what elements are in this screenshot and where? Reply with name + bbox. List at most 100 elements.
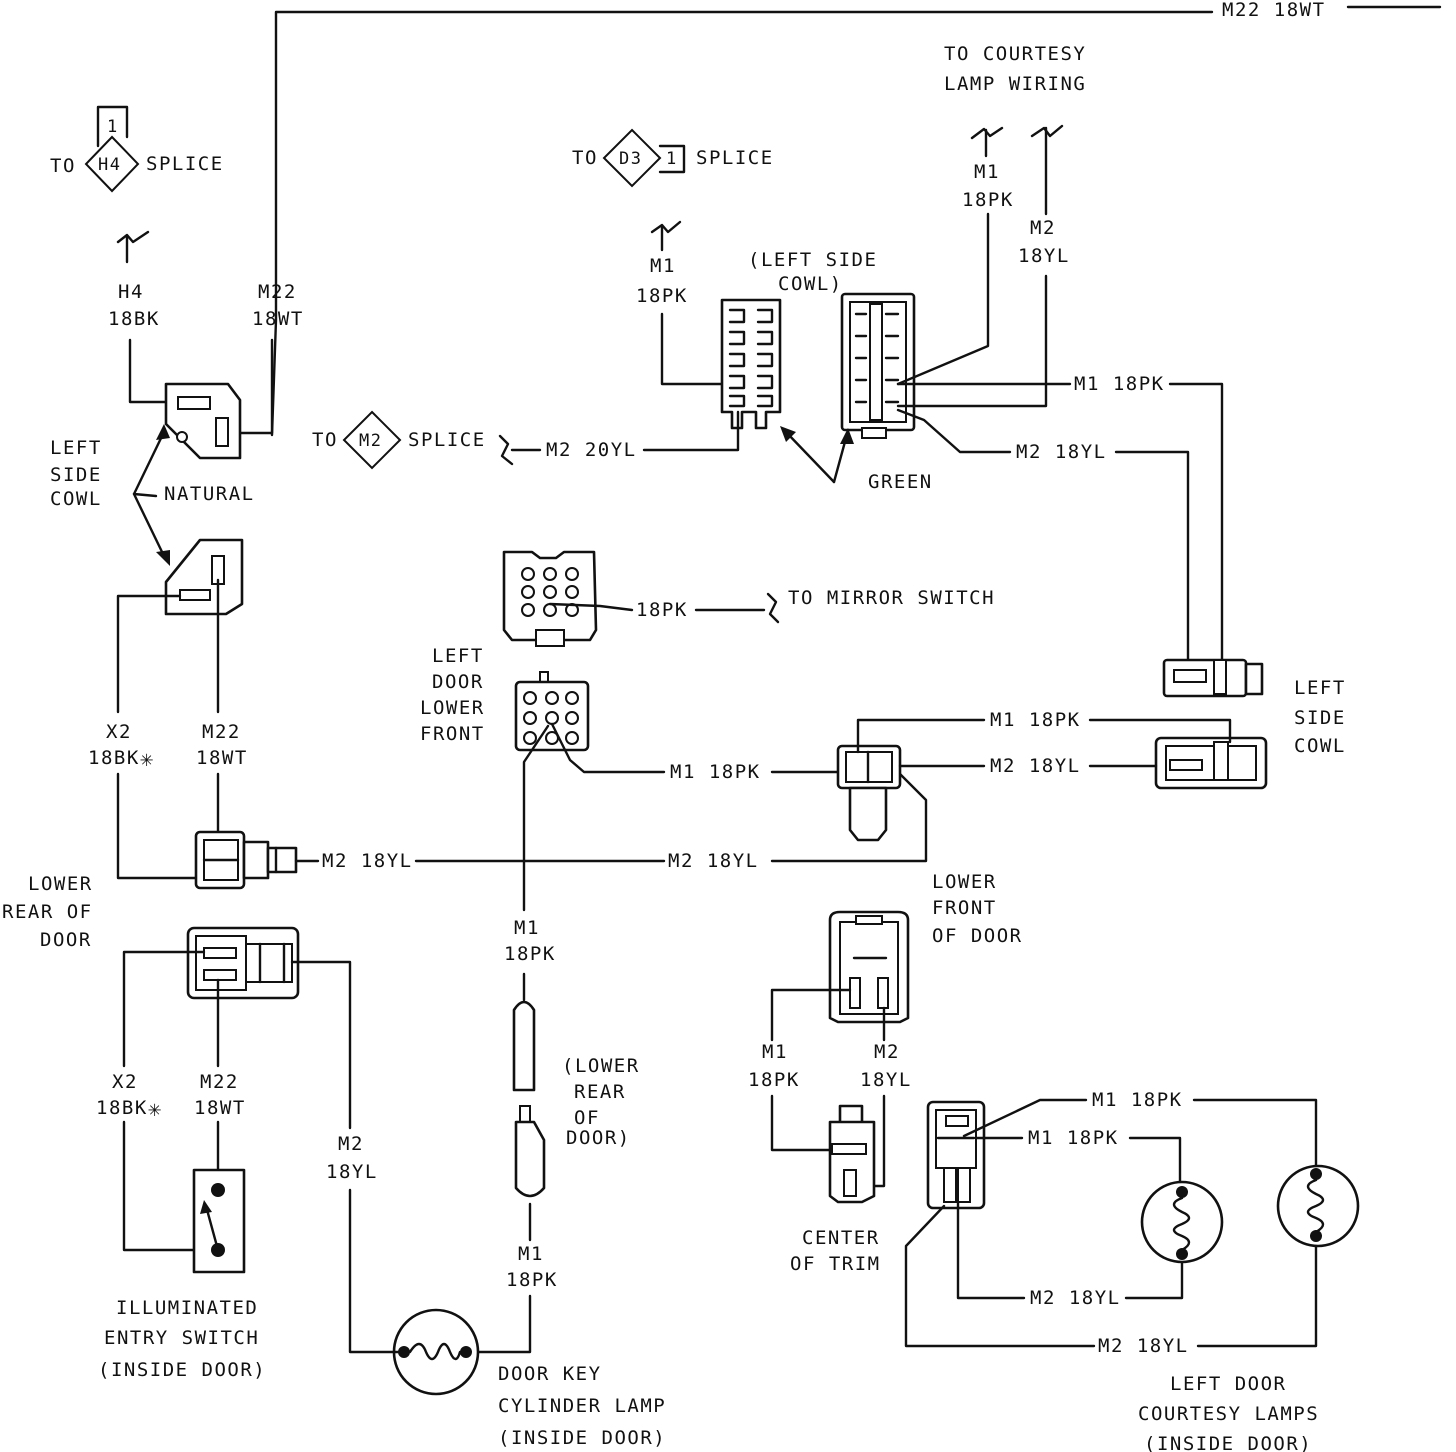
m1-trim-label-id: M1 bbox=[762, 1041, 788, 1063]
courtesy-wiring-label-1: TO COURTESY bbox=[944, 43, 1086, 65]
d3-splice-id: D3 bbox=[619, 149, 642, 169]
courtesy-lamp-1 bbox=[1140, 1180, 1224, 1264]
left-side-cowl-label-1: LEFT bbox=[50, 437, 102, 459]
h4-splice-reference: TO 1 H4 SPLICE bbox=[50, 105, 224, 193]
key-lamp-label-1: DOOR KEY bbox=[498, 1363, 602, 1385]
lower-front-door-label-3: OF DOOR bbox=[932, 925, 1023, 947]
left-door-lower-front-label-1: LEFT bbox=[432, 645, 484, 667]
courtesy-lamps-connector bbox=[926, 1100, 986, 1210]
center-trim-label-2: OF TRIM bbox=[790, 1253, 881, 1275]
m2-cl-2-label: M2 18YL bbox=[1098, 1335, 1189, 1357]
natural-label: NATURAL bbox=[164, 483, 255, 505]
m1-right-label: M1 18PK bbox=[1074, 373, 1165, 395]
m2-to-label: TO bbox=[312, 429, 338, 451]
green-label: GREEN bbox=[868, 471, 933, 493]
m1-trim-label-gauge: 18PK bbox=[748, 1069, 800, 1091]
m2-long-label: M2 18YL bbox=[668, 850, 759, 872]
m2-right-label: M2 18YL bbox=[1016, 441, 1107, 463]
m2-splice-label: SPLICE bbox=[408, 429, 486, 451]
d3-splice-number: 1 bbox=[666, 149, 678, 169]
key-lamp-label-3: (INSIDE DOOR) bbox=[498, 1427, 666, 1449]
left-door-lower-front-label-4: FRONT bbox=[420, 723, 485, 745]
entry-switch-label-1: ILLUMINATED bbox=[116, 1297, 258, 1319]
x2b-label-id: X2 bbox=[112, 1071, 138, 1093]
green-arrows bbox=[780, 426, 854, 484]
left-side-cowl-b-label-2: SIDE bbox=[1294, 707, 1346, 729]
asterisk-icon: ✳ bbox=[140, 747, 155, 772]
m2c-label-gauge: 18YL bbox=[326, 1161, 378, 1183]
m2-splice-id: M2 bbox=[359, 431, 382, 451]
h4-splice-id: H4 bbox=[98, 155, 121, 175]
x2-label-gauge: 18BK bbox=[88, 747, 140, 769]
x2-label-id: X2 bbox=[106, 721, 132, 743]
d3-to-label: TO bbox=[572, 147, 598, 169]
cowl-connector-right-lower bbox=[1154, 736, 1268, 790]
cowl-paren-label-1: (LEFT SIDE bbox=[748, 249, 877, 271]
m22b-label-gauge: 18WT bbox=[194, 1097, 246, 1119]
m2-c1-label: M2 18YL bbox=[990, 755, 1081, 777]
d3-splice-reference: TO D3 1 SPLICE bbox=[572, 128, 772, 188]
m22-wire-label-id: M22 bbox=[258, 281, 297, 303]
natural-connector-upper bbox=[164, 382, 242, 460]
m2-splice-reference: TO M2 SPLICE bbox=[312, 410, 486, 470]
m2-b-label-id: M2 bbox=[1030, 217, 1056, 239]
left-door-lower-front-label-3: LOWER bbox=[420, 697, 485, 719]
lower-rear-paren-4: DOOR) bbox=[566, 1127, 631, 1149]
m1-a-label-gauge: 18PK bbox=[636, 285, 688, 307]
left-door-lower-front-connector bbox=[514, 671, 590, 752]
lower-rear-door-label-1: LOWER bbox=[28, 873, 93, 895]
courtesy-lamp-2 bbox=[1276, 1164, 1360, 1248]
cowl-connector-left bbox=[720, 298, 782, 430]
m2-trim-label-gauge: 18YL bbox=[860, 1069, 912, 1091]
m1-cl-top-label: M1 18PK bbox=[1092, 1089, 1183, 1111]
lower-front-door-label-2: FRONT bbox=[932, 897, 997, 919]
m2-b-label-gauge: 18YL bbox=[1018, 245, 1070, 267]
m1-v-label-id: M1 bbox=[514, 917, 540, 939]
left-door-lower-front-label-2: DOOR bbox=[432, 671, 484, 693]
m22-mid-label-gauge: 18WT bbox=[196, 747, 248, 769]
m1-v2-label-gauge: 18PK bbox=[506, 1269, 558, 1291]
m22-wire-label-gauge: 18WT bbox=[252, 308, 304, 330]
lower-front-door-label-1: LOWER bbox=[932, 871, 997, 893]
m2-20yl-label: M2 20YL bbox=[546, 439, 637, 461]
h4-wire-label-gauge: 18BK bbox=[108, 308, 160, 330]
m1-c1-label: M1 18PK bbox=[990, 709, 1081, 731]
trim-lower-connector bbox=[828, 1104, 876, 1204]
key-lamp-label-2: CYLINDER LAMP bbox=[498, 1395, 666, 1417]
h4-to-label: TO bbox=[50, 155, 76, 177]
m22b-label-id: M22 bbox=[200, 1071, 239, 1093]
m1-cl-2-label: M1 18PK bbox=[1028, 1127, 1119, 1149]
m1-a-label-id: M1 bbox=[650, 255, 676, 277]
m1-v2-label-id: M1 bbox=[518, 1243, 544, 1265]
entry-switch-connector bbox=[186, 926, 300, 1000]
green-connector bbox=[840, 292, 916, 439]
cowl-connector-right-upper bbox=[1162, 658, 1264, 698]
lower-rear-paren-1: (LOWER bbox=[562, 1055, 640, 1077]
m1-b-label-id: M1 bbox=[974, 161, 1000, 183]
m2c-label-id: M2 bbox=[338, 1133, 364, 1155]
m1-b-label-gauge: 18PK bbox=[962, 189, 1014, 211]
courtesy-lamps-label-3: (INSIDE DOOR) bbox=[1144, 1433, 1312, 1452]
center-trim-label-1: CENTER bbox=[802, 1227, 880, 1249]
left-side-cowl-b-label-3: COWL bbox=[1294, 735, 1346, 757]
to-mirror-switch-label: TO MIRROR SWITCH bbox=[788, 587, 995, 609]
m2-trim-label-id: M2 bbox=[874, 1041, 900, 1063]
lower-rear-paren-2: REAR bbox=[574, 1081, 626, 1103]
entry-switch-label-2: ENTRY SWITCH bbox=[104, 1327, 259, 1349]
h4-wire: H4 18BK bbox=[108, 230, 180, 404]
h4-wire-label-id: H4 bbox=[118, 281, 144, 303]
bullet-connector bbox=[512, 1000, 546, 1198]
trim-upper-connector bbox=[828, 910, 910, 1024]
door-key-lamp bbox=[392, 1308, 480, 1396]
entry-switch bbox=[192, 1168, 246, 1274]
natural-arrows bbox=[132, 424, 170, 566]
lower-front-center-connector bbox=[836, 744, 902, 842]
entry-switch-label-3: (INSIDE DOOR) bbox=[98, 1359, 266, 1381]
lower-rear-door-label-2: REAR OF bbox=[2, 901, 93, 923]
x2b-label-gauge: 18BK bbox=[96, 1097, 148, 1119]
pk18-label: 18PK bbox=[636, 599, 688, 621]
h4-splice-label: SPLICE bbox=[146, 153, 224, 175]
lower-rear-paren-3: OF bbox=[574, 1107, 600, 1129]
m1-v-label-gauge: 18PK bbox=[504, 943, 556, 965]
